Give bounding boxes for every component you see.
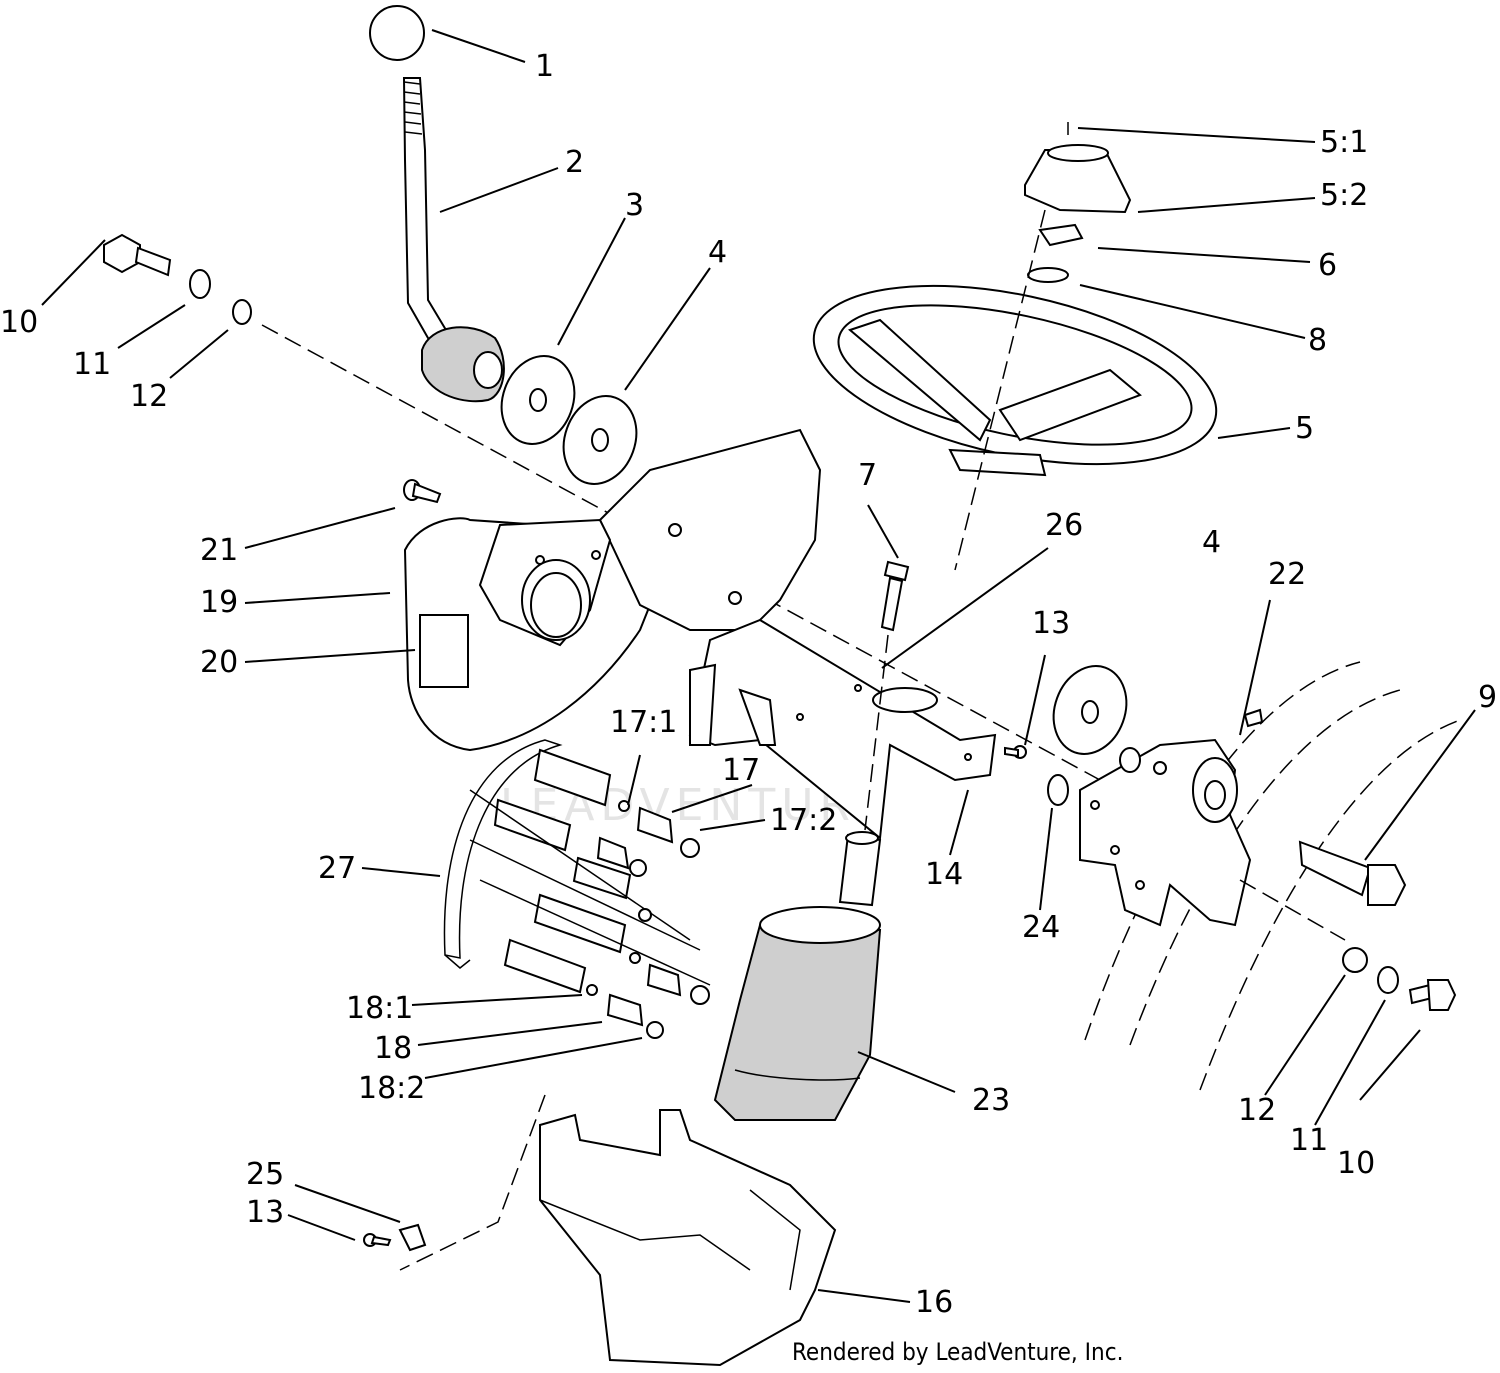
bolt-10-left [103,233,172,277]
hydraulic-hoses [469,748,711,994]
label-17-1: 17:1 [610,705,677,740]
washer-4-right [1052,665,1128,755]
label-8: 8 [1308,323,1327,358]
label-26: 26 [1045,508,1083,543]
screw-13-left [363,1233,392,1247]
screw-13-right [1004,745,1027,759]
steering-wheel [812,284,1218,477]
label-12-left: 12 [130,379,168,414]
washer-11-right [1377,966,1399,994]
label-19: 19 [200,585,238,620]
shift-lever [369,5,505,403]
label-6: 6 [1318,248,1337,283]
label-5-1: 5:1 [1320,125,1368,160]
washer-4-left [562,395,638,485]
label-18-2: 18:2 [358,1071,425,1106]
washer-24 [1047,774,1069,806]
bolt-7 [880,560,910,632]
label-11-right: 11 [1290,1123,1328,1158]
mount-plate [478,428,822,647]
label-2: 2 [565,145,584,180]
label-17: 17 [722,753,760,788]
label-10-left: 10 [0,305,38,340]
label-5: 5 [1295,411,1314,446]
label-22: 22 [1268,557,1306,592]
washer-3 [500,355,576,445]
steering-axis-line [954,209,1046,571]
bolt-10-right [1408,979,1457,1011]
spacer-12-right [1342,947,1368,973]
pivot-bracket [1079,738,1252,927]
label-4-right: 4 [1202,525,1221,560]
label-16: 16 [915,1285,953,1320]
label-20: 20 [200,645,238,680]
label-21: 21 [200,533,238,568]
label-1: 1 [535,49,554,84]
steering-valve-23 [713,831,882,1121]
decal-20 [419,614,469,688]
label-3: 3 [625,188,644,223]
label-10-right: 10 [1337,1146,1375,1181]
steering-cap [1024,144,1132,214]
render-credit: Rendered by LeadVenture, Inc. [792,1338,1123,1366]
grease-fitting-22 [1243,708,1264,728]
label-27: 27 [318,851,356,886]
label-24: 24 [1022,910,1060,945]
label-4-top: 4 [708,235,727,270]
label-13-right: 13 [1032,606,1070,641]
label-5-2: 5:2 [1320,178,1368,213]
label-25: 25 [246,1157,284,1192]
bolt-9 [1298,840,1407,906]
label-18-1: 18:1 [346,991,413,1026]
screw-21 [403,479,442,504]
callout-labels: 1 2 3 4 4 5 5:1 5:2 6 7 8 9 10 10 11 11 … [0,49,1497,1320]
lower-shroud-16 [539,1109,837,1367]
leader-lines [41,29,1476,1303]
label-17-2: 17:2 [770,803,837,838]
nut-6 [1038,223,1084,247]
label-23: 23 [972,1083,1010,1118]
spacer-12-left [232,299,252,325]
label-11-left: 11 [73,347,111,382]
tire-outline [1084,661,1461,1091]
shroud-mount-line [399,1094,546,1271]
right-axis-line [1239,879,1346,941]
hose-bracket-27 [443,739,563,969]
label-7: 7 [858,458,877,493]
clip-25 [398,1223,427,1252]
label-18: 18 [374,1031,412,1066]
washer-11-left [189,269,211,299]
steering-bracket [688,618,997,840]
washer-8 [1027,267,1069,283]
label-12-right: 12 [1238,1093,1276,1128]
label-9: 9 [1478,680,1497,715]
label-13-left: 13 [246,1195,284,1230]
label-14: 14 [925,857,963,892]
fittings [586,800,710,1039]
